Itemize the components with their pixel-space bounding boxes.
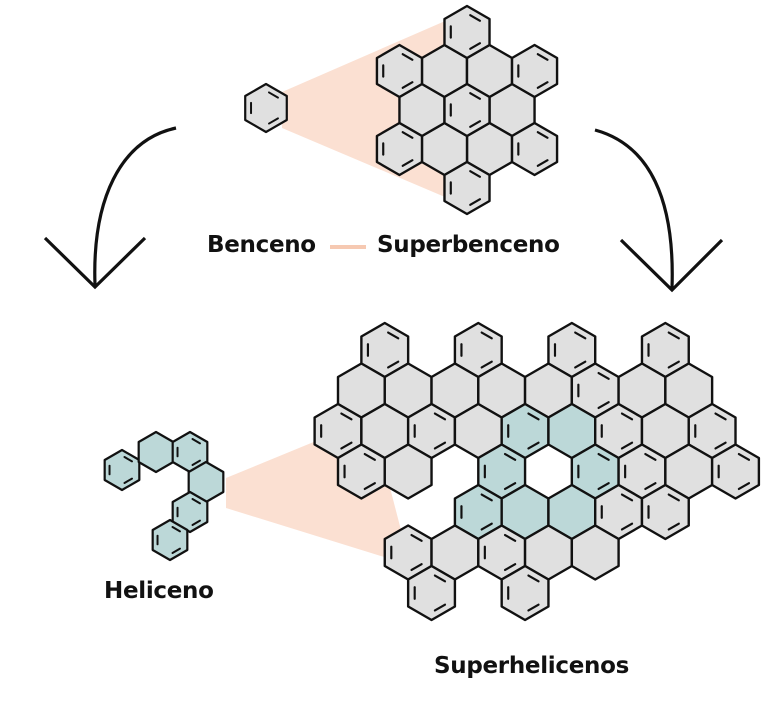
double-bond	[171, 526, 181, 533]
double-bond	[433, 441, 447, 450]
double-bond	[597, 482, 610, 491]
double-bond	[536, 159, 549, 167]
double-bond	[340, 441, 353, 450]
double-bond	[620, 522, 634, 531]
double-bond	[191, 459, 201, 466]
double-bond	[401, 53, 414, 61]
left-arrowhead-icon	[43, 236, 147, 290]
double-bond	[527, 412, 540, 421]
double-bond	[574, 331, 587, 340]
double-bond	[401, 159, 414, 167]
double-bond	[469, 198, 482, 206]
double-bond	[667, 493, 680, 502]
double-bond	[469, 42, 482, 50]
right-arrowhead-icon	[619, 238, 724, 293]
double-bond	[527, 603, 540, 612]
double-bond	[597, 401, 610, 410]
double-bond	[620, 493, 634, 502]
double-bond	[597, 371, 610, 380]
double-bond	[123, 477, 133, 484]
double-bond	[171, 547, 181, 554]
double-bond	[469, 92, 482, 100]
double-bond	[536, 131, 549, 139]
double-bond	[363, 482, 376, 491]
double-bond	[527, 441, 540, 450]
double-bond	[268, 91, 279, 99]
double-bond	[480, 360, 493, 369]
double-bond	[340, 412, 353, 421]
double-bond	[644, 452, 657, 461]
benzene-label: Benceno	[207, 232, 316, 258]
double-bond	[191, 519, 201, 526]
superbenzene-label: Superbenceno	[377, 232, 560, 258]
double-bond	[401, 131, 414, 139]
fused-ring	[570, 524, 620, 581]
double-bond	[123, 456, 133, 463]
double-bond	[387, 331, 400, 340]
double-bond	[644, 482, 657, 491]
double-bond	[410, 563, 423, 572]
double-bond	[480, 493, 493, 502]
double-bond	[667, 331, 680, 340]
double-bond	[536, 53, 549, 61]
double-bond	[469, 120, 482, 128]
double-bond	[620, 412, 634, 421]
fused-ring	[137, 430, 175, 474]
arrows	[43, 126, 724, 293]
double-bond	[469, 170, 482, 178]
double-bond	[433, 412, 447, 421]
double-bond	[480, 522, 493, 531]
superhelicenes-label: Superhelicenos	[434, 653, 629, 679]
double-bond	[433, 574, 447, 583]
double-bond	[363, 452, 376, 461]
double-bond	[737, 452, 751, 461]
double-bond	[191, 498, 201, 505]
left-arrow-curve	[93, 126, 177, 286]
double-bond	[503, 452, 517, 461]
right-arrow-curve	[594, 128, 674, 289]
helicene-molecule	[103, 430, 225, 562]
benzene-molecule	[244, 82, 288, 134]
helicene-label: Heliceno	[104, 578, 214, 604]
double-bond	[503, 482, 517, 491]
double-bond	[410, 533, 423, 542]
double-bond	[191, 438, 201, 445]
fused-ring	[383, 443, 433, 500]
double-bond	[620, 441, 634, 450]
double-bond	[503, 563, 517, 572]
double-bond	[714, 441, 727, 450]
double-bond	[401, 81, 414, 89]
double-bond	[574, 360, 587, 369]
double-bond	[387, 360, 400, 369]
double-bond	[536, 81, 549, 89]
double-bond	[480, 331, 493, 340]
double-bond	[527, 574, 540, 583]
double-bond	[268, 117, 279, 125]
double-bond	[737, 482, 751, 491]
superhelicene-molecule	[313, 321, 761, 622]
double-bond	[503, 533, 517, 542]
superbenzene-molecule	[375, 4, 559, 216]
double-bond	[667, 360, 680, 369]
double-bond	[433, 603, 447, 612]
double-bond	[469, 14, 482, 22]
double-bond	[714, 412, 727, 421]
double-bond	[667, 522, 680, 531]
double-bond	[597, 452, 610, 461]
